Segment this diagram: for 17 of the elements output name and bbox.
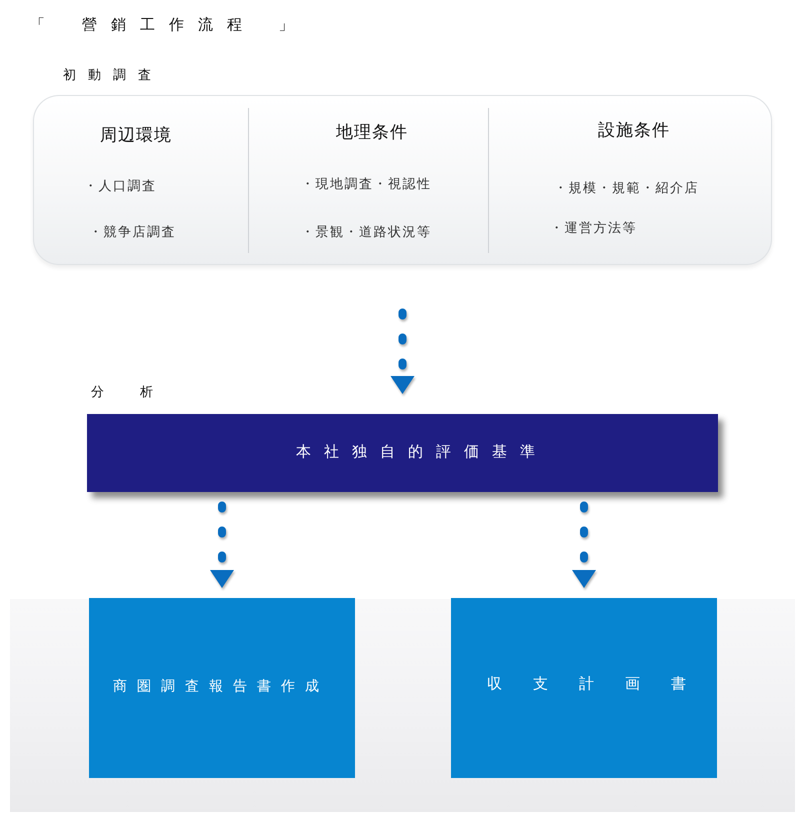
column-heading: 地理条件: [336, 122, 408, 144]
box-label: 商圏調査報告書作成: [113, 678, 329, 696]
box-label: 収支計画書: [487, 674, 717, 694]
section-heading: 分析: [91, 384, 189, 402]
bullet-item: ・競争店調査: [89, 224, 176, 242]
bar-label: 本社独自的評価基準: [296, 442, 548, 462]
column-heading: 設施条件: [598, 120, 670, 142]
bullet-item: ・現地調査・視認性: [301, 176, 432, 194]
bullet-item: ・人口調査: [84, 178, 156, 196]
process-box: [451, 598, 717, 778]
bullet-item: ・景観・道路状況等: [301, 224, 432, 242]
section-heading: 初動調査: [63, 68, 163, 84]
column-heading: 周辺環境: [100, 125, 172, 147]
bullet-item: ・運営方法等: [550, 220, 637, 238]
process-box: [89, 598, 355, 778]
bullet-item: ・規模・規範・紹介店: [554, 180, 699, 198]
title-text: 「 營銷工作流程 」: [30, 16, 308, 34]
